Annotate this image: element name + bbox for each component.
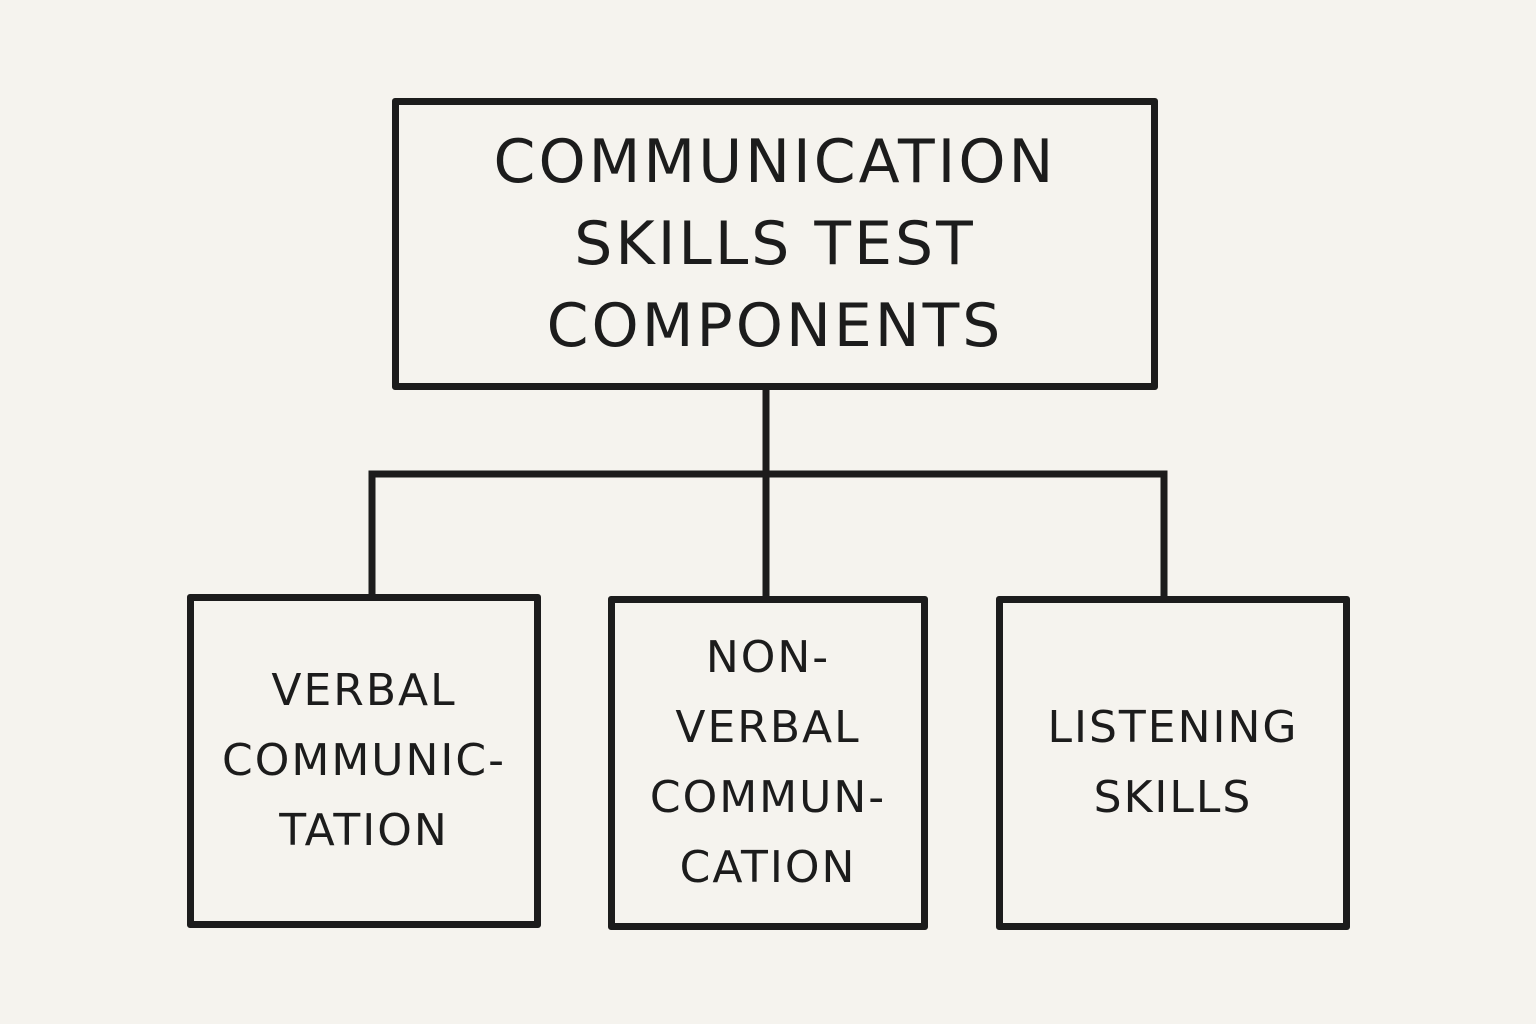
node-label-line: VERBAL xyxy=(271,665,457,716)
non-verbal-communication-node: NON- VERBAL COMMUN- CATION xyxy=(608,596,928,930)
node-label-line: SKILLS xyxy=(1093,772,1253,823)
node-label-line: COMMUN- xyxy=(649,772,887,823)
node-label-line: CATION xyxy=(679,842,857,893)
node-label-line: NON- xyxy=(705,632,831,683)
root-node: COMMUNICATION SKILLS TEST COMPONENTS xyxy=(392,98,1158,390)
root-title-line-2: SKILLS TEST xyxy=(574,209,976,279)
node-label-line: COMMUNIC- xyxy=(222,735,506,786)
verbal-communication-node: VERBAL COMMUNIC- TATION xyxy=(187,594,541,928)
root-title-line-3: COMPONENTS xyxy=(546,291,1004,361)
node-label-line: LISTENING xyxy=(1047,702,1299,753)
node-label-line: VERBAL xyxy=(675,702,861,753)
root-title-line-1: COMMUNICATION xyxy=(493,127,1057,197)
node-label-line: TATION xyxy=(279,805,449,856)
listening-skills-node: LISTENING SKILLS xyxy=(996,596,1350,930)
